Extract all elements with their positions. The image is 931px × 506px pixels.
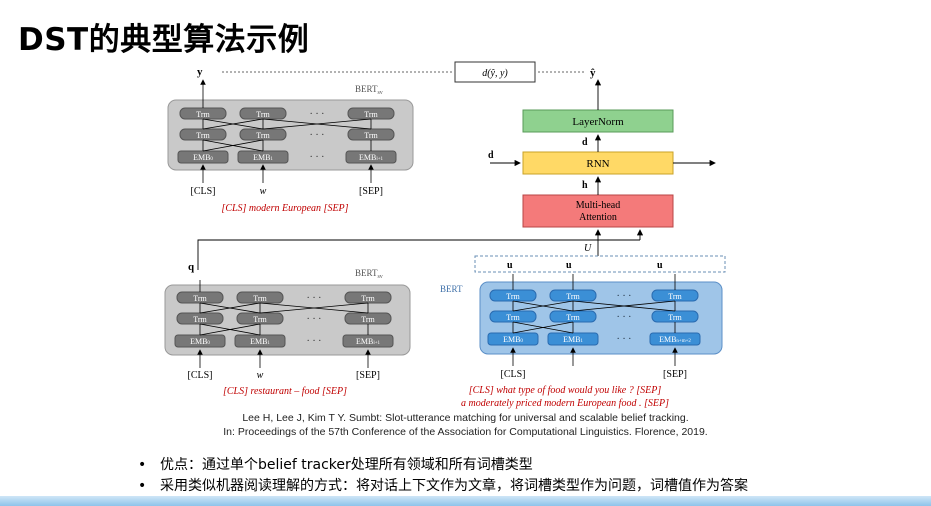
svg-text:Trm: Trm [506, 292, 520, 301]
bullet-item: •优点：通过单个belief tracker处理所有领域和所有词槽类型 [138, 457, 533, 473]
svg-text:RNN: RNN [586, 158, 609, 170]
distance-box [454, 61, 536, 83]
svg-text:EMBl+1: EMBl+1 [359, 153, 384, 162]
layernorm-block: LayerNorm [522, 109, 674, 133]
utterance-example-line2: a moderately priced modern European food… [461, 398, 669, 409]
svg-text:EMB1: EMB1 [253, 153, 273, 162]
svg-text:Trm: Trm [668, 313, 682, 322]
svg-text:w: w [260, 186, 267, 197]
multihead-attention-block: Multi-head Attention [522, 194, 674, 228]
svg-text:Trm: Trm [361, 294, 375, 303]
svg-text:U: U [584, 243, 592, 254]
svg-text:y: y [197, 66, 203, 78]
svg-text:Trm: Trm [253, 315, 267, 324]
svg-text:Trm: Trm [506, 313, 520, 322]
svg-text:BERT: BERT [440, 284, 463, 294]
svg-text:d: d [582, 137, 588, 148]
svg-text:[CLS]: [CLS] [501, 369, 526, 380]
svg-text:[CLS]: [CLS] [191, 186, 216, 197]
svg-text:Trm: Trm [361, 315, 375, 324]
svg-text:[CLS]: [CLS] [188, 370, 213, 381]
bullet-item: •采用类似机器阅读理解的方式：将对话上下文作为文章，将词槽类型作为问题，词槽值作… [138, 478, 748, 494]
svg-text:EMB0: EMB0 [503, 335, 523, 344]
utterance-example-line1: [CLS] what type of food would you like ?… [469, 385, 662, 396]
svg-text:[SEP]: [SEP] [663, 369, 687, 380]
svg-text:LayerNorm: LayerNorm [572, 116, 624, 128]
utterance-vectors [474, 255, 726, 273]
svg-text:Trm: Trm [193, 294, 207, 303]
svg-text:BERTsv: BERTsv [355, 268, 383, 280]
svg-text:EMB0: EMB0 [190, 337, 210, 346]
svg-text:EMB0: EMB0 [193, 153, 213, 162]
svg-text:· · ·: · · · [307, 293, 322, 304]
svg-text:· · ·: · · · [617, 334, 632, 345]
svg-text:Trm: Trm [196, 131, 210, 140]
svg-text:[SEP]: [SEP] [356, 370, 380, 381]
svg-text:· · ·: · · · [307, 314, 322, 325]
svg-text:BERTsv: BERTsv [355, 84, 383, 96]
svg-text:w: w [257, 370, 264, 381]
slide-footer-bar [0, 496, 931, 506]
svg-text:EMBl+1: EMBl+1 [356, 337, 381, 346]
svg-text:Trm: Trm [566, 292, 580, 301]
svg-text:Trm: Trm [364, 131, 378, 140]
svg-text:Trm: Trm [364, 110, 378, 119]
svg-text:u: u [507, 260, 513, 271]
bullet-list: •优点：通过单个belief tracker处理所有领域和所有词槽类型 •采用类… [138, 455, 748, 497]
page-title: DST的典型算法示例 [18, 22, 310, 58]
citation-line-2: In: Proceedings of the 57th Conference o… [223, 426, 708, 438]
svg-text:d: d [488, 150, 494, 161]
svg-text:Trm: Trm [253, 294, 267, 303]
svg-text:· · ·: · · · [617, 291, 632, 302]
svg-text:Attention: Attention [579, 212, 617, 223]
svg-text:EMB1: EMB1 [250, 337, 270, 346]
svg-text:q: q [188, 261, 195, 273]
svg-text:· · ·: · · · [310, 109, 325, 120]
svg-text:· · ·: · · · [310, 152, 325, 163]
slot-example: [CLS] restaurant – food [SEP] [223, 386, 347, 397]
rnn-block: RNN [522, 151, 674, 175]
svg-text:Trm: Trm [193, 315, 207, 324]
svg-text:· · ·: · · · [617, 312, 632, 323]
svg-text:Trm: Trm [256, 110, 270, 119]
citation-line-1: Lee H, Lee J, Kim T Y. Sumbt: Slot-utter… [242, 412, 689, 424]
value-example: [CLS] modern European [SEP] [221, 203, 348, 214]
svg-text:EMBn+m+2: EMBn+m+2 [659, 335, 691, 344]
svg-text:Trm: Trm [256, 131, 270, 140]
svg-text:Multi-head: Multi-head [576, 200, 620, 211]
svg-text:· · ·: · · · [310, 130, 325, 141]
svg-text:u: u [566, 260, 572, 271]
svg-text:· · ·: · · · [307, 336, 322, 347]
svg-text:h: h [582, 180, 588, 191]
svg-text:u: u [657, 260, 663, 271]
svg-text:[SEP]: [SEP] [359, 186, 383, 197]
svg-text:Trm: Trm [668, 292, 682, 301]
svg-text:ŷ: ŷ [590, 67, 596, 79]
svg-text:d(ŷ, y): d(ŷ, y) [482, 68, 508, 79]
svg-text:Trm: Trm [196, 110, 210, 119]
svg-text:EMB1: EMB1 [563, 335, 583, 344]
svg-text:Trm: Trm [566, 313, 580, 322]
